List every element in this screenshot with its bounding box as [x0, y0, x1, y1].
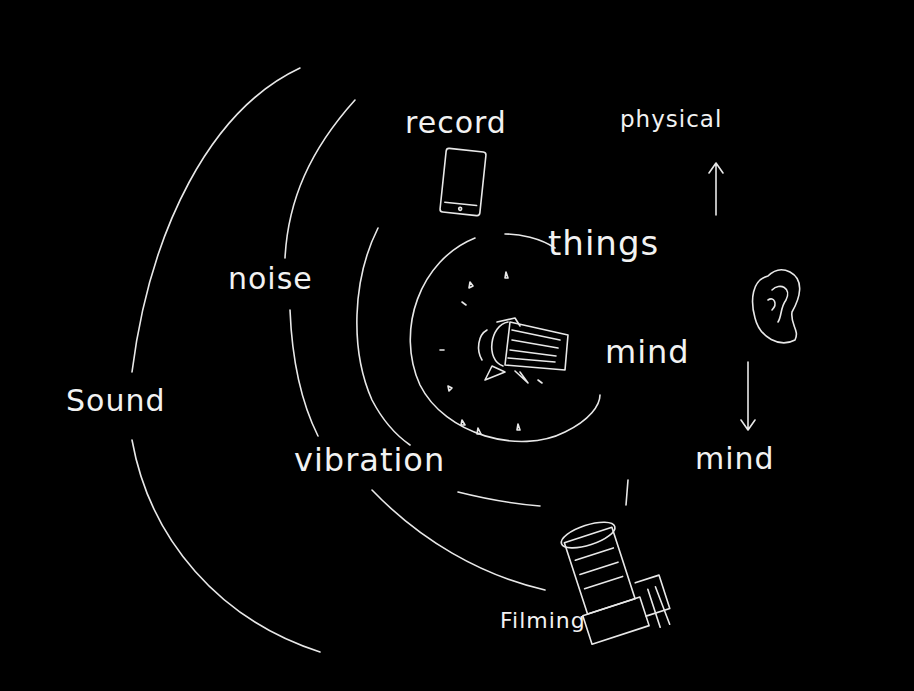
down-arrow: [741, 362, 755, 430]
sketch-label: physical: [620, 108, 722, 131]
sketch-label: mind: [695, 444, 775, 474]
tick-line: [626, 480, 628, 505]
cup-illustration: [479, 318, 568, 383]
sketch-label: record: [405, 108, 507, 138]
inner-arc: [505, 234, 555, 248]
sound-arc: [132, 440, 320, 652]
sketch-label: vibration: [294, 444, 445, 476]
sound-arc: [132, 68, 300, 372]
up-arrow: [709, 163, 723, 215]
sketch-label: Sound: [66, 386, 165, 416]
sketch-label: things: [548, 226, 659, 260]
sketch-label: Filming: [500, 610, 586, 632]
vibration-arc: [458, 492, 540, 506]
sketch-label: noise: [228, 264, 313, 294]
noise-arc: [285, 100, 355, 258]
sketch-label: mind: [605, 336, 690, 368]
vibration-arc: [357, 228, 410, 445]
noise-arc: [290, 310, 318, 436]
noise-arc: [372, 490, 545, 590]
phone-icon: [440, 148, 486, 216]
ear-icon: [753, 270, 800, 343]
inner-arc: [410, 238, 600, 441]
droplets: [440, 272, 542, 434]
